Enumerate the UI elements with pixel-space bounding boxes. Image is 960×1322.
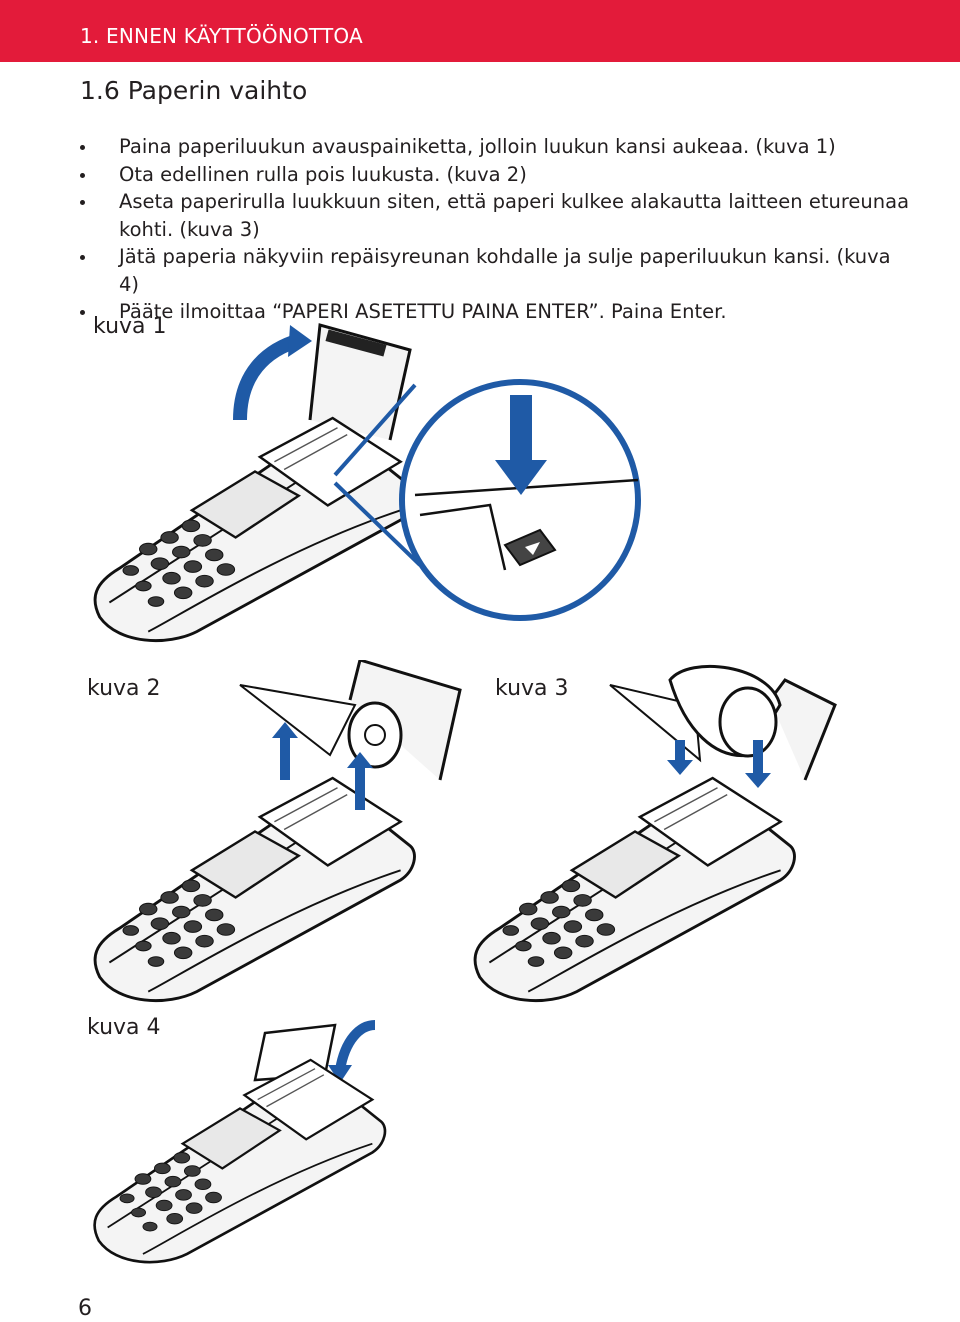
figure-2-label: kuva 2	[87, 676, 161, 701]
roll-core	[364, 724, 386, 746]
bullet-icon	[80, 200, 85, 205]
lift-arrow-icon	[355, 765, 365, 810]
arrow-head-icon	[328, 1065, 352, 1083]
bullet-icon	[80, 172, 85, 178]
paper-sheet	[239, 684, 357, 757]
bullet-icon	[80, 310, 85, 315]
header-bar	[0, 0, 960, 62]
lift-arrow-icon	[280, 735, 290, 780]
instruction-list: Paina paperiluukun avauspainiketta, joll…	[80, 133, 910, 326]
payment-terminal	[473, 776, 797, 1003]
instruction-text: Aseta paperirulla luukkuun siten, että p…	[119, 190, 910, 241]
instruction-text: Ota edellinen rulla pois luukusta. (kuva…	[119, 162, 527, 186]
arrow-head-icon	[667, 760, 693, 775]
roll-end	[718, 686, 778, 758]
insert-arrow-icon	[753, 740, 763, 775]
zoom-edge	[419, 503, 507, 571]
instruction-text: Paina paperiluukun avauspainiketta, joll…	[119, 135, 836, 158]
arrow-head-icon	[288, 325, 312, 357]
zoom-connector	[333, 481, 422, 567]
triangle-icon	[525, 542, 540, 555]
printer-lid	[768, 678, 837, 781]
list-item: Pääte ilmoittaa “PAPERI ASETETTU PAINA E…	[80, 298, 910, 326]
zoom-connector	[333, 383, 417, 477]
arrow-head-icon	[347, 752, 373, 768]
list-item: Paina paperiluukun avauspainiketta, joll…	[80, 133, 910, 161]
printer-lid	[348, 660, 462, 781]
arrow-head-icon	[745, 773, 771, 788]
figure-4-label: kuva 4	[87, 1015, 161, 1040]
payment-terminal	[93, 776, 417, 1003]
section-title: 1.6 Paperin vaihto	[80, 76, 308, 105]
press-arrow-icon	[510, 395, 532, 465]
payment-terminal	[93, 416, 417, 643]
bullet-icon	[80, 255, 85, 260]
arrow-head-icon	[272, 722, 298, 738]
page-number: 6	[78, 1296, 92, 1321]
figure-1-label: kuva 1	[93, 314, 167, 339]
payment-terminal	[93, 1058, 387, 1264]
figure-4-illustration	[93, 1020, 387, 1264]
paper-roller	[325, 329, 387, 357]
list-item: Jätä paperia näkyviin repäisyreunan kohd…	[80, 243, 910, 298]
figure-2-illustration	[93, 660, 462, 1003]
printer-lid	[308, 323, 412, 441]
figure-1-illustration	[93, 323, 641, 643]
bullet-icon	[80, 145, 85, 150]
figure-3-label: kuva 3	[495, 676, 569, 701]
instruction-text: Jätä paperia näkyviin repäisyreunan kohd…	[119, 245, 891, 296]
close-arrow-icon	[335, 1020, 376, 1071]
list-item: Ota edellinen rulla pois luukusta. (kuva…	[80, 161, 910, 189]
arrow-head-icon	[495, 460, 547, 495]
figure-3-illustration	[473, 664, 837, 1003]
zoom-circle	[399, 379, 641, 621]
chapter-title: 1. ENNEN KÄYTTÖÖNOTTOA	[80, 24, 363, 48]
instruction-text: Pääte ilmoittaa “PAPERI ASETETTU PAINA E…	[119, 300, 727, 323]
insert-arrow-icon	[675, 740, 685, 762]
list-item: Aseta paperirulla luukkuun siten, että p…	[80, 188, 910, 243]
